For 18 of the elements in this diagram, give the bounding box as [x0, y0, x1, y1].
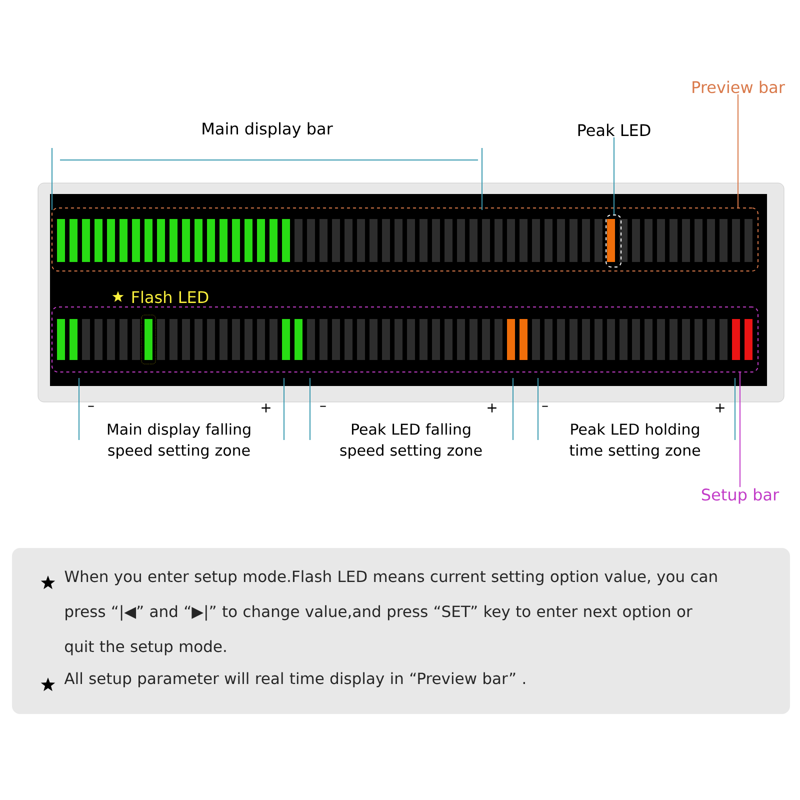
minus-sign: – — [88, 406, 94, 407]
zone-label: Peak LED holding time setting zone — [570, 423, 700, 459]
callout-text: Setup bar — [702, 488, 780, 504]
callout-text: Preview bar — [692, 80, 785, 94]
section-label: Main display bar — [202, 122, 333, 138]
zone-label: Main display falling speed setting zone — [108, 423, 250, 459]
plus-sign: + — [716, 404, 724, 412]
preview-bar-outline — [52, 208, 759, 272]
note-text: All setup parameter will real time display in “Preview bar” . — [64, 672, 525, 688]
peak-led-outline — [606, 214, 622, 268]
callout-text: Peak LED — [578, 124, 650, 136]
note-text: When you enter setup mode.Flash LED means current setting option value, you can press “|◀” and “▶|” to change value,and press “SET” key to enter next option or quit the setup mode. — [64, 570, 717, 656]
minus-sign: – — [320, 406, 326, 407]
plus-sign: + — [262, 404, 270, 412]
zone-label: Peak LED falling speed setting zone — [340, 423, 482, 459]
minus-sign: – — [542, 406, 548, 407]
setup-bar-outline — [52, 306, 759, 372]
plus-sign: + — [488, 404, 496, 412]
